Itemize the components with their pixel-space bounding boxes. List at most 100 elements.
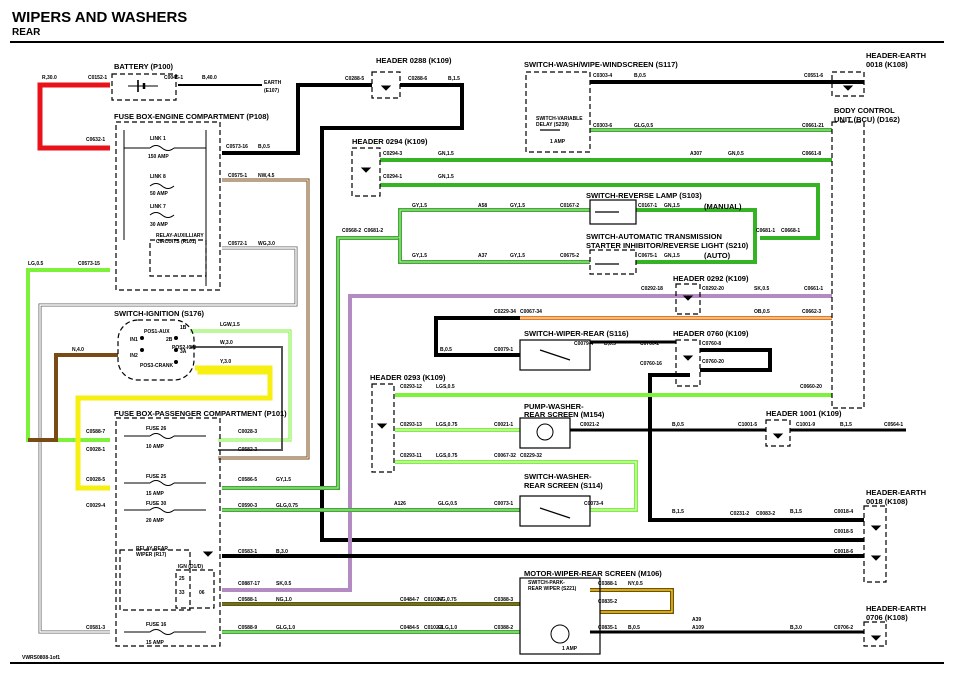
lbl-pin25: 25 [179, 576, 185, 582]
label-connectors-c0661_8: C0661-8 [802, 151, 821, 157]
lbl-park-b: REAR WIPER (S221) [528, 586, 577, 592]
label-wires-b05: B,0.5 [440, 347, 452, 353]
label-wires-sk05: SK,0.5 [754, 286, 770, 292]
label-connectors-c0231_2: C0231-2 [730, 511, 749, 517]
label-connectors-c0294_3: C0294-3 [383, 151, 402, 157]
label-wires-gn15: GN,1.5 [664, 203, 680, 209]
label-connectors-a37: A37 [478, 253, 487, 259]
relay-aux-box [149, 239, 207, 277]
lbl-link1: LINK 1 [150, 136, 166, 142]
label-wires-gn15: GN,1.5 [438, 151, 454, 157]
label-connectors-c0760_8: C0760-8 [702, 341, 721, 347]
lbl-1amp-b: 1 AMP [562, 646, 578, 652]
label-connectors-c0632_1: C0632-1 [86, 137, 105, 143]
label-wires-r30: R,30.0 [42, 75, 57, 81]
lbl-pin06: 06 [199, 590, 205, 596]
lbl-link1-amp: 150 AMP [148, 154, 169, 160]
label-connectors-c0887_17: C0887-17 [238, 581, 260, 587]
label-connectors-c1001_5: C1001-5 [738, 422, 757, 428]
label-wires-b30: B,3.0 [276, 549, 288, 555]
lbl-header-0293: HEADER 0293 (K109) [370, 373, 446, 382]
label-wires-w30: W,3.0 [220, 340, 233, 346]
label-connectors-c0835_1: C0835-1 [598, 625, 617, 631]
lbl-3a: 3A [180, 349, 187, 355]
wire-red-battery [37, 82, 110, 151]
label-wires-gy15: GY,1.5 [412, 253, 427, 259]
label-connectors-c0018_5: C0018-5 [834, 529, 853, 535]
lbl-2b: 2B [166, 337, 173, 343]
lbl-header-0288: HEADER 0288 (K109) [376, 56, 452, 65]
label-connectors-c0079_4: C0079-4 [574, 341, 593, 347]
label-connectors-c0581_3: C0581-3 [86, 625, 105, 631]
label-connectors-c0288_6: C0288-6 [408, 76, 427, 82]
label-wires-b15: B,1.5 [672, 509, 684, 515]
wire-gn-0294-1 [380, 183, 820, 240]
label-connectors-c0706_2: C0706-2 [834, 625, 853, 631]
label-wires-ny05: NY,0.5 [628, 581, 643, 587]
label-connectors-c0021_2: C0021-2 [580, 422, 599, 428]
reverse-switch-box [589, 199, 637, 225]
label-wires-glg10: GLG,1.0 [438, 625, 457, 631]
lbl-in1: IN1 [130, 337, 138, 343]
header-earth-2-box [863, 505, 887, 583]
label-connectors-c0588_9: C0588-9 [238, 625, 257, 631]
header-earth-1-box [831, 71, 865, 97]
lbl-pos1: POS1-AUX [144, 329, 170, 335]
label-wires-b40: B,40.0 [202, 75, 217, 81]
label-wires-glg05: GLG,0.5 [634, 123, 653, 129]
wiper-rear-switch-box [519, 339, 591, 371]
lbl-fuse-passenger: FUSE BOX-PASSENGER COMPARTMENT (P101) [114, 409, 287, 418]
label-wires-sk05: SK,0.5 [276, 581, 292, 587]
lbl-auto-a: SWITCH-AUTOMATIC TRANSMISSION [586, 232, 722, 241]
earth-icons [202, 85, 882, 641]
label-connectors-c0564_1: C0564-1 [884, 422, 903, 428]
lbl-battery: BATTERY (P100) [114, 62, 174, 71]
label-wires-n40: N,4.0 [72, 347, 84, 353]
label-connectors-c0568_2: C0568-2 [342, 228, 361, 234]
label-connectors-c0102_5: C0102-5 [424, 625, 443, 631]
lbl-header-0760: HEADER 0760 (K109) [673, 329, 749, 338]
lbl-manual: (MANUAL) [704, 202, 742, 211]
label-connectors-c0388_1: C0388-1 [598, 581, 617, 587]
switch-icons [539, 129, 619, 519]
label-connectors-c0835_2: C0835-2 [598, 599, 617, 605]
lbl-earth-a: EARTH [264, 80, 282, 86]
lbl-ignition: SWITCH-IGNITION (S176) [114, 309, 205, 318]
wire-gy [222, 208, 590, 490]
label-connectors-c0303_6: C0303-6 [593, 123, 612, 129]
label-connectors-c0588_7: C0588-7 [86, 429, 105, 435]
wire-black-0288 [222, 83, 372, 155]
label-connectors-c0590_3: C0590-3 [238, 503, 257, 509]
label-wires-b15: B,1.5 [448, 76, 460, 82]
label-wires-lgw15: LGW,1.5 [220, 322, 240, 328]
lbl-auto: (AUTO) [704, 251, 731, 260]
pump-box [519, 417, 571, 449]
battery-icon [128, 80, 158, 92]
label-connectors-c0668_1: C0668-1 [781, 228, 800, 234]
washer-switch-box [519, 495, 591, 527]
wash-wipe-box [525, 71, 591, 153]
label-connectors-c0018_4: C0018-4 [834, 509, 853, 515]
lbl-wiper-rear: SWITCH-WIPER-REAR (S116) [524, 329, 629, 338]
label-connectors-c0388_3: C0388-3 [494, 597, 513, 603]
page-subtitle: REAR [12, 27, 41, 38]
wire-y [75, 365, 273, 491]
lbl-earth-1b: 0018 (K108) [866, 60, 908, 69]
label-connectors-c0292_18: C0292-18 [641, 286, 663, 292]
label-connectors-c0288_5: C0288-5 [345, 76, 364, 82]
label-connectors-c0484_7: C0484-7 [400, 597, 419, 603]
label-wires-gn15: GN,1.5 [438, 174, 454, 180]
lbl-washer-a: SWITCH-WASHER- [524, 472, 592, 481]
lbl-fuse26-amp: 10 AMP [146, 444, 165, 450]
lbl-washer-b: REAR SCREEN (S114) [524, 481, 603, 490]
lbl-link7-amp: 30 AMP [150, 222, 169, 228]
motor-box [519, 577, 601, 655]
label-connectors-c0292_20: C0292-20 [702, 286, 724, 292]
label-wires-glg10: GLG,1.0 [276, 625, 295, 631]
label-wires-gn15: GN,1.5 [664, 253, 680, 259]
lbl-fuse30-amp: 20 AMP [146, 518, 165, 524]
label-connectors-c0229_34: C0229-34 [494, 309, 516, 315]
lbl-bcu-a: BODY CONTROL [834, 106, 895, 115]
lbl-relay-rear-b: WIPER (R17) [136, 552, 167, 558]
label-wires-b05: B,0.5 [258, 144, 270, 150]
